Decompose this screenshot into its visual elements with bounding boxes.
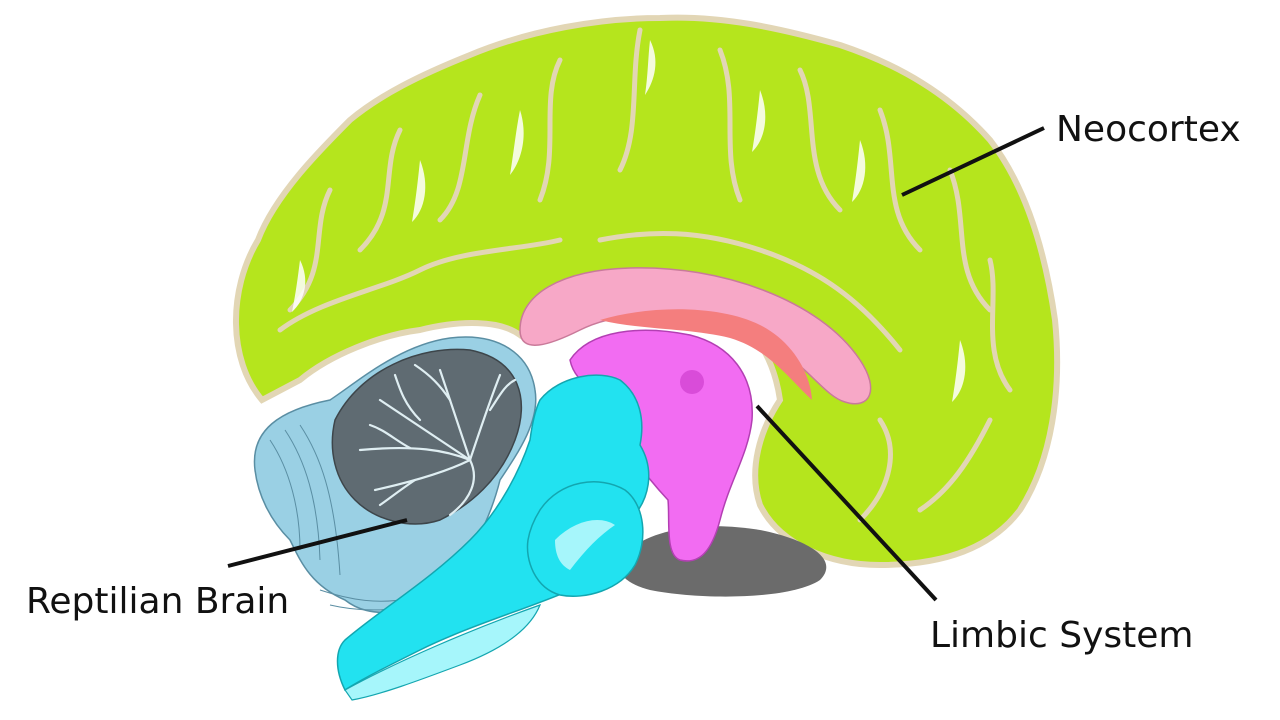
limbic-leader-line — [755, 404, 938, 602]
reptilian-leader-line — [227, 518, 408, 568]
cortex-sulci — [277, 27, 1013, 523]
neocortex-leader-line — [901, 126, 1045, 197]
reptilian-brain-label: Reptilian Brain — [26, 581, 290, 622]
thalamus-nucleus — [680, 370, 704, 394]
arbor-vitae-branches — [358, 363, 517, 517]
brainstem-highlight — [555, 520, 615, 570]
neocortex-label: Neocortex — [1056, 109, 1241, 150]
spinal-cord — [344, 603, 542, 701]
brainstem — [336, 374, 650, 692]
cortex-highlights — [292, 40, 966, 402]
corpus-callosum — [519, 267, 872, 405]
limbic-system-label: Limbic System — [930, 615, 1194, 656]
fornix — [600, 309, 812, 400]
